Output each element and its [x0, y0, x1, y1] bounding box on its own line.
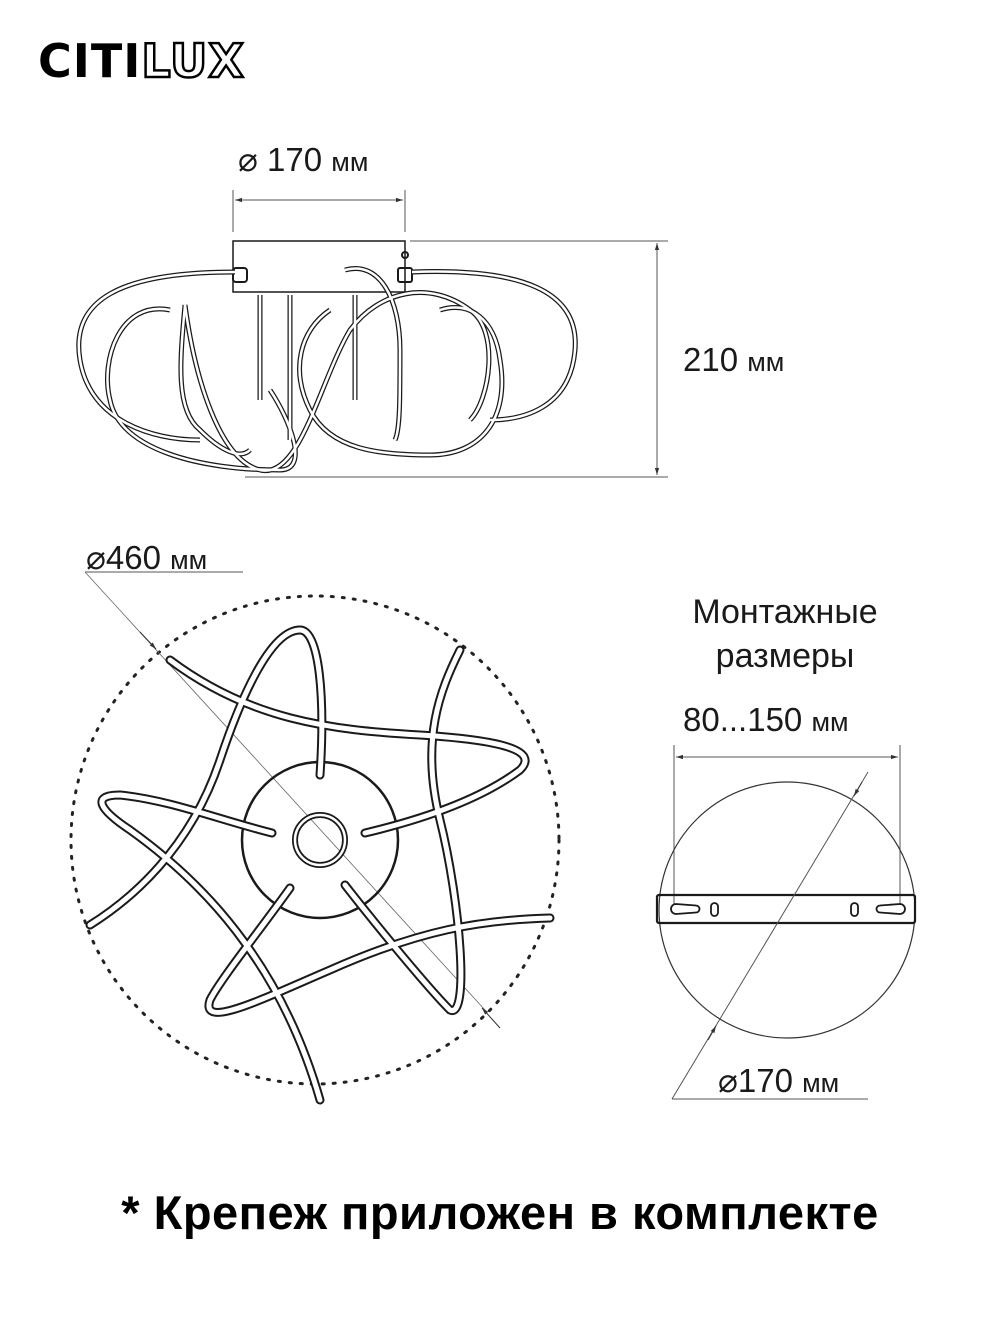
- top-diameter-label: ⌀460 мм: [86, 539, 208, 576]
- footnote-fasteners-included: * Крепеж приложен в комплекте: [121, 1186, 879, 1239]
- side-height-label: 210 мм: [683, 341, 785, 378]
- diameter-symbol: ⌀: [86, 539, 106, 576]
- diameter-symbol: ⌀: [718, 1062, 738, 1099]
- diameter-symbol: ⌀: [238, 141, 258, 178]
- logo-solid-part: CITI: [38, 34, 142, 88]
- top-view-drawing: [69, 571, 561, 1105]
- mounting-title: Монтажные размеры: [692, 593, 878, 675]
- side-view-drawing: [76, 190, 668, 478]
- mounting-range-label: 80...150 мм: [683, 701, 849, 738]
- logo-outline-part: LUX: [140, 34, 245, 88]
- plate-diameter-label: ⌀170 мм: [718, 1062, 840, 1099]
- brand-logo: CITILUX: [38, 37, 245, 86]
- side-width-label: ⌀ 170 мм: [238, 141, 369, 178]
- mounting-plate-drawing: [655, 745, 917, 1100]
